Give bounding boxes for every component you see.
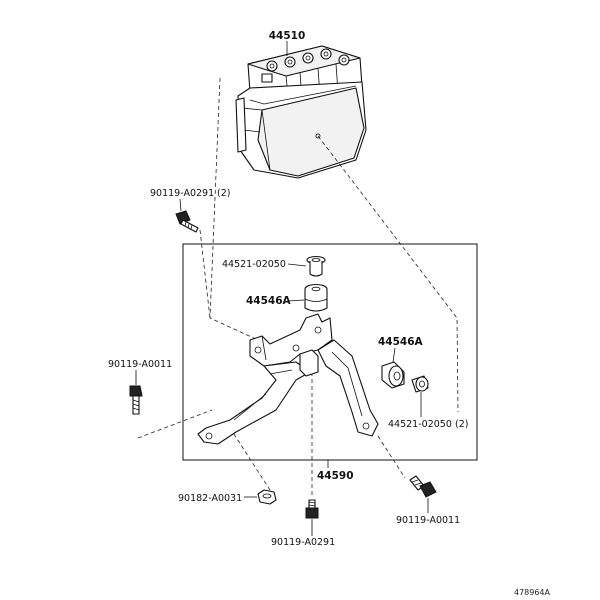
label-44521-02050-right: 44521-02050 — [388, 419, 452, 430]
label-90119-A0291-bottom: 90119-A0291 — [271, 537, 335, 548]
bolt-90119-A0011-right[interactable] — [409, 475, 437, 498]
label-44521-02050-top: 44521-02050 — [222, 259, 286, 270]
label-90119-A0291-top-qty: (2) — [217, 188, 230, 199]
collar-44521-02050-top[interactable] — [306, 255, 326, 277]
bolt-90119-A0291-bottom[interactable] — [305, 499, 319, 519]
label-44546A-right: 44546A — [378, 336, 424, 348]
label-44521-02050-right-qty: (2) — [455, 419, 468, 430]
label-44510: 44510 — [269, 30, 306, 42]
label-90119-A0291-top: 90119-A0291 — [150, 188, 214, 199]
bolt-90119-A0291-top[interactable] — [175, 210, 199, 233]
hydraulic-port-fittings — [261, 48, 350, 83]
label-44590: 44590 — [317, 470, 354, 482]
collar-44521-02050-right[interactable] — [411, 375, 429, 393]
nut-90182-A0031[interactable] — [257, 489, 277, 505]
label-90119-A0011-right: 90119-A0011 — [396, 515, 460, 526]
cushion-44546A-right[interactable] — [381, 361, 405, 389]
label-90182-A0031: 90182-A0031 — [178, 493, 242, 504]
cushion-44546A-left[interactable] — [304, 283, 328, 312]
label-44546A-left: 44546A — [246, 295, 292, 307]
reference-code: 478964A — [514, 588, 551, 597]
bracket-44590[interactable] — [197, 313, 379, 445]
abs-actuator-44510[interactable] — [235, 45, 367, 179]
alignment-lines — [137, 77, 459, 498]
label-90119-A0011-left: 90119-A0011 — [108, 359, 172, 370]
assembly-frame — [182, 243, 478, 461]
bolt-90119-A0011-left[interactable] — [129, 385, 143, 415]
